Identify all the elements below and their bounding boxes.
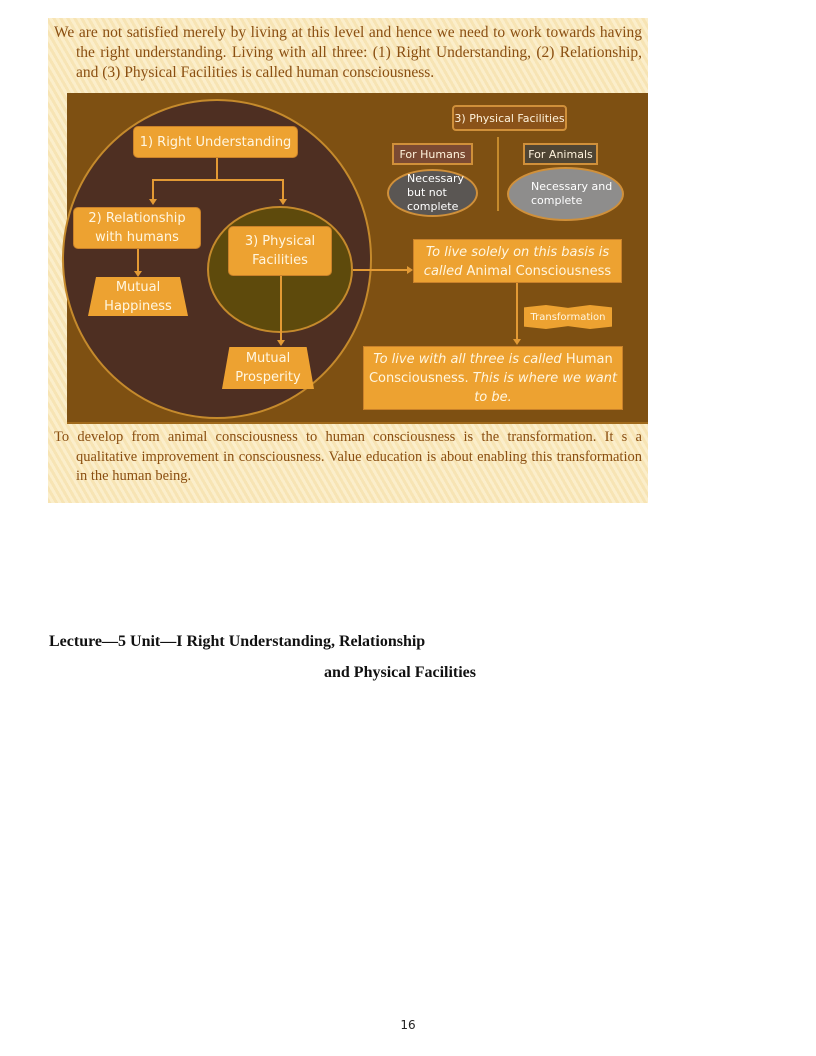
arrow-down-icon [134,271,142,277]
animal-consciousness-text: To live solely on this basis is called [423,245,610,279]
arrow-down-icon [277,340,285,346]
lecture-heading-continued: and Physical Facilities [324,664,476,681]
connector-line [216,158,218,180]
arrow-down-icon [279,199,287,205]
for-humans-tag: For Humans [392,143,473,165]
human-consciousness-text: To live with all three is called [373,352,562,367]
mutual-happiness-box: Mutual Happiness [88,277,188,316]
connector-line [280,276,282,340]
right-understanding-box: 1) Right Understanding [133,126,298,158]
animals-note-oval: Necessary and complete [507,167,624,221]
diagram-panel: 1) Right Understanding 2) Relationship w… [62,93,648,422]
divider-line [497,137,499,211]
slide-closing-text: To develop from animal consciousness to … [54,429,642,484]
connector-line [152,179,154,199]
human-consciousness-box: To live with all three is called Human C… [363,346,623,410]
relationship-box: 2) Relationship with humans [73,207,201,249]
lecture-heading: Lecture—5 Unit—I Right Understanding, Re… [49,633,426,650]
connector-line [137,249,139,271]
transformation-label: Transformation [524,305,612,329]
physical-facilities-box: 3) Physical Facilities [228,226,332,276]
mutual-prosperity-box: Mutual Prosperity [222,347,314,389]
connector-line [353,269,408,271]
connector-line [282,179,284,199]
humans-note-oval: Necessary but not complete [387,169,478,217]
arrow-down-icon [149,199,157,205]
page-number: 16 [400,1018,416,1032]
animal-consciousness-box: To live solely on this basis is called A… [413,239,622,283]
for-animals-tag: For Animals [523,143,598,165]
connector-line [152,179,283,181]
arrow-right-icon [407,266,413,274]
physical-facilities-header: 3) Physical Facilities [452,105,567,131]
animal-consciousness-label: Animal Consciousness [466,264,612,279]
human-consciousness-label: Human Consciousness. [368,352,613,386]
arrow-down-icon [513,339,521,345]
human-consciousness-note: This is where we want to be. [472,371,618,405]
slide-intro-text: We are not satisfied merely by living at… [54,24,642,81]
connector-line [516,283,518,340]
slide-image: We are not satisfied merely by living at… [48,18,648,503]
